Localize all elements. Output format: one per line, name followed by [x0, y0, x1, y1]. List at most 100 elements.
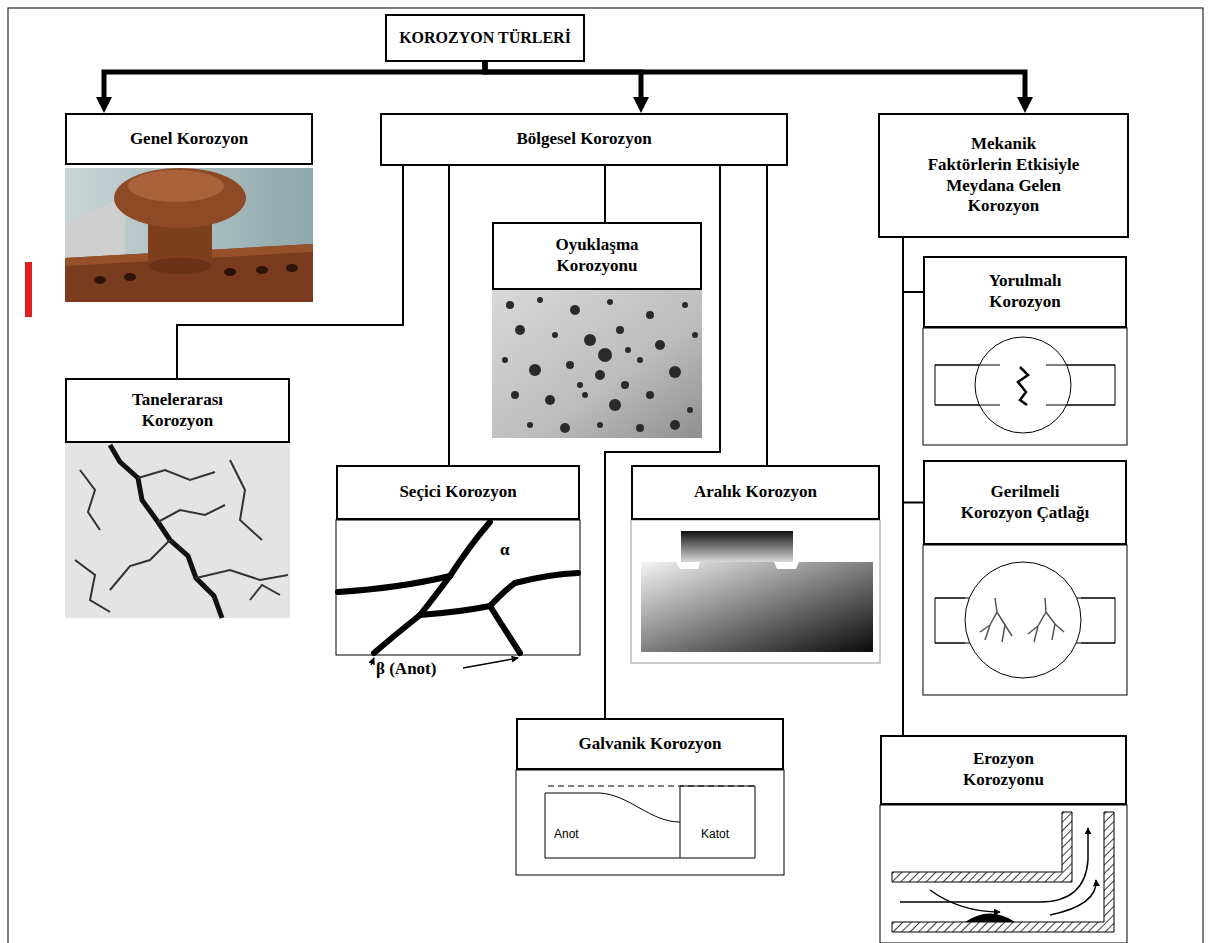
electrode-label: Anot [553, 828, 580, 842]
pit [687, 407, 693, 413]
pit [682, 302, 688, 308]
pit [527, 422, 533, 428]
box-text: Genel Korozyon [130, 129, 248, 150]
box-text: Tanelerarası Korozyon [108, 390, 248, 431]
grain-boundaries [338, 522, 578, 653]
grain-boundary [420, 606, 490, 615]
eroded-spot [965, 914, 1015, 923]
flow-arrow [930, 890, 1000, 912]
grain-boundary [374, 615, 420, 653]
bolt-hole [286, 264, 298, 272]
flow-arrow [1050, 880, 1096, 915]
pit [616, 326, 624, 334]
crack [110, 540, 170, 590]
category-box: Seçici Korozyon [336, 465, 580, 520]
category-box: Aralık Korozyon [631, 465, 880, 520]
pit [552, 332, 558, 338]
erosion-figure [880, 805, 1127, 943]
connector-arrow [485, 62, 641, 105]
pipe-outer-wall [892, 812, 1114, 932]
connector-arrow [104, 62, 485, 105]
pit [515, 325, 525, 335]
pitting-photo [492, 290, 702, 438]
connector-line [766, 166, 768, 465]
grain-boundary [490, 583, 515, 606]
metal-plate [641, 562, 873, 652]
phase-label: α [499, 540, 511, 560]
box-text: Gerilmeli Korozyon Çatlağı [960, 482, 1090, 523]
galvanic-figure [516, 770, 784, 875]
specimen-edge [935, 598, 1115, 643]
pit [537, 297, 543, 303]
pit [506, 301, 514, 309]
box-text: KOROZYON TÜRLERİ [399, 28, 571, 48]
connector-line [448, 166, 450, 465]
page-frame [8, 8, 1203, 943]
root-box: KOROZYON TÜRLERİ [385, 14, 585, 62]
box-text: Yorulmalı Korozyon [960, 271, 1090, 312]
pit [597, 422, 603, 428]
pit [607, 299, 613, 305]
pit [560, 423, 570, 433]
grain-boundary [515, 573, 578, 583]
box-text: Aralık Korozyon [694, 482, 817, 503]
connector-line [902, 238, 904, 735]
pit [570, 305, 580, 315]
cracks [75, 460, 288, 612]
connector-arrow [485, 62, 1025, 105]
corroded-surface [545, 793, 680, 822]
category-box: Yorulmalı Korozyon [923, 256, 1127, 328]
box-text: Seçici Korozyon [399, 482, 516, 503]
specimen-edge [935, 365, 1115, 405]
pit [545, 395, 555, 405]
pit [636, 424, 644, 432]
frame [516, 770, 784, 875]
category-box: Tanelerarası Korozyon [65, 378, 290, 443]
connector-line [903, 238, 923, 292]
branching-cracks [980, 598, 1064, 642]
bolt-hole [94, 276, 106, 284]
box-text: Galvanik Korozyon [579, 734, 722, 755]
red-mark [25, 262, 32, 317]
crack [230, 460, 262, 540]
pit [646, 391, 654, 399]
crack [250, 585, 280, 600]
intergranular-photo [65, 443, 290, 618]
metal-outline [545, 786, 755, 858]
pit [625, 347, 631, 353]
pit [529, 364, 541, 376]
metal-surface [492, 290, 702, 438]
crack [158, 505, 225, 522]
connector-line [604, 166, 606, 222]
crevice [774, 562, 799, 569]
pit [577, 382, 583, 388]
crack [1018, 367, 1028, 405]
leader-arrow [463, 658, 518, 668]
bolt-hole [224, 268, 236, 276]
flow-arrow [900, 828, 1088, 902]
grain-boundary [338, 576, 450, 592]
frame [336, 520, 580, 655]
category-box: Bölgesel Korozyon [380, 113, 788, 166]
bolt-hole [256, 266, 268, 274]
box-text: Erozyon Korozyonu [939, 749, 1069, 790]
crack [1028, 598, 1064, 642]
main-crack [110, 445, 222, 618]
pit [584, 334, 596, 346]
frame [631, 520, 880, 663]
pit [582, 392, 588, 398]
selective-grains [336, 520, 580, 668]
pit [502, 357, 508, 363]
electrode-label: Katot [700, 828, 730, 842]
grain-boundary [490, 606, 520, 653]
rusted-bollard-photo [65, 168, 313, 302]
box-text: Oyuklaşma Korozyonu [527, 235, 667, 276]
crack [75, 560, 110, 612]
pit [609, 399, 621, 411]
frame [923, 545, 1127, 695]
category-box: Galvanik Korozyon [516, 718, 784, 770]
crevice-figure [631, 520, 880, 663]
connector-line [177, 166, 403, 378]
